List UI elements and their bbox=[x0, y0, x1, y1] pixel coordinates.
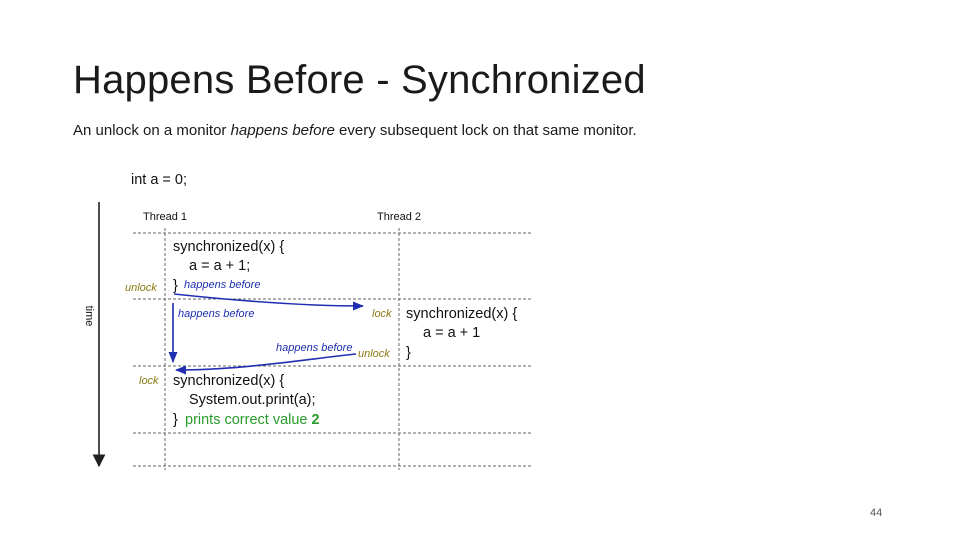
block1-close: } bbox=[173, 278, 178, 294]
block3-close: } bbox=[173, 412, 178, 428]
happens-before-label-2: happens before bbox=[178, 308, 254, 320]
subtitle-end: every subsequent lock on that same monit… bbox=[334, 122, 637, 139]
happens-before-label-1: happens before bbox=[184, 279, 260, 291]
subtitle-emphasis: happens before bbox=[230, 122, 335, 139]
block2-line1: synchronized(x) { bbox=[406, 306, 517, 322]
thread-lanes bbox=[164, 228, 400, 470]
page-number: 44 bbox=[870, 507, 883, 519]
block3-line1: synchronized(x) { bbox=[173, 373, 284, 389]
block3-lock-label: lock bbox=[139, 375, 159, 387]
slide-subtitle: An unlock on a monitor happens before ev… bbox=[73, 121, 637, 141]
happens-before-arrow-3 bbox=[174, 353, 357, 375]
result-value: 2 bbox=[312, 412, 320, 428]
block2-line2: a = a + 1 bbox=[423, 325, 480, 341]
block2-unlock-label: unlock bbox=[358, 348, 390, 360]
slide-title: Happens Before - Synchronized bbox=[73, 58, 646, 102]
happens-before-label-3: happens before bbox=[276, 342, 352, 354]
block2-close: } bbox=[406, 345, 411, 361]
grid-rows bbox=[133, 232, 531, 467]
block2-lock-label: lock bbox=[372, 308, 392, 320]
subtitle-start: An unlock on a monitor bbox=[73, 122, 231, 139]
result-text: prints correct value bbox=[185, 412, 312, 428]
block3-line2: System.out.print(a); bbox=[189, 392, 316, 408]
block1-line1: synchronized(x) { bbox=[173, 239, 284, 255]
happens-before-arrow-1 bbox=[173, 293, 365, 311]
thread1-header: Thread 1 bbox=[143, 211, 187, 223]
thread2-header: Thread 2 bbox=[377, 211, 421, 223]
block3-result: prints correct value 2 bbox=[185, 412, 320, 428]
block1-line2: a = a + 1; bbox=[189, 258, 250, 274]
init-statement: int a = 0; bbox=[131, 172, 187, 188]
block1-unlock-label: unlock bbox=[125, 282, 157, 294]
time-label: time bbox=[83, 306, 95, 327]
